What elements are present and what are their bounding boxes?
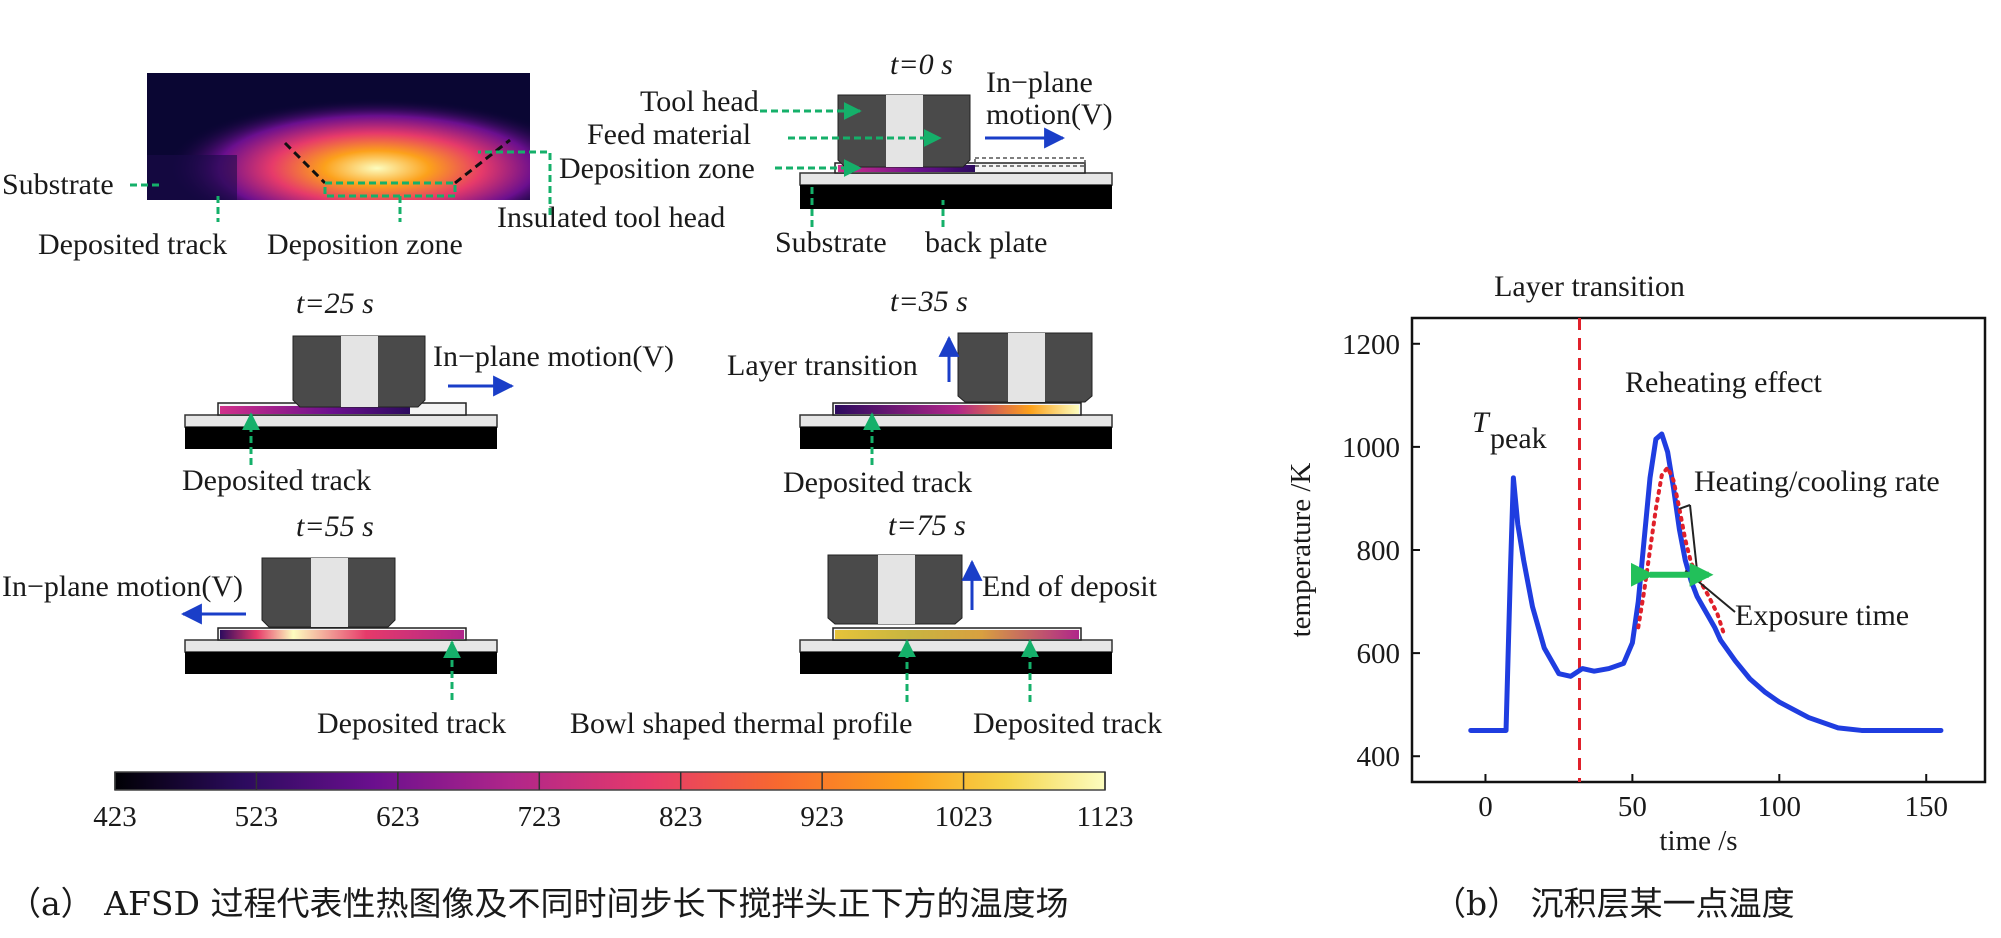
x-tick-label: 150: [1904, 791, 1948, 823]
caption-b: （b） 沉积层某一点温度: [1433, 884, 1795, 923]
tpeak-label: T: [1472, 406, 1491, 439]
label-track-t55: Deposited track: [317, 707, 506, 740]
y-axis-label: temperature /K: [1285, 463, 1317, 638]
label-motion-t55: In−plane motion(V): [2, 570, 243, 603]
label-substrate-t0: Substrate: [775, 226, 887, 259]
tpeak-subscript: peak: [1490, 422, 1547, 455]
label-time-t75: t=75 s: [888, 509, 966, 542]
y-tick-label: 800: [1357, 535, 1401, 567]
colorbar-tick-label: 623: [376, 801, 420, 833]
y-tick-label: 400: [1357, 741, 1401, 773]
fit-series-line: [1636, 465, 1726, 635]
label-end-of-deposit: End of deposit: [982, 570, 1158, 603]
heating-pointer-right: [1689, 504, 1699, 571]
label-deposition-zone-thermal: Deposition zone: [267, 228, 463, 261]
thermal-image: [147, 73, 530, 200]
label-motion-line1: In−plane: [986, 66, 1093, 99]
y-tick-label: 1200: [1342, 329, 1400, 361]
heating-pointer-left: [1679, 504, 1691, 510]
schematic-t35: [799, 332, 1113, 465]
caption-a: （a） AFSD 过程代表性热图像及不同时间步长下搅拌头正下方的温度场: [8, 884, 1068, 923]
x-tick-label: 50: [1618, 791, 1647, 823]
label-track-t35: Deposited track: [783, 466, 972, 499]
exposure-time-label: Exposure time: [1735, 599, 1909, 632]
label-back-plate: back plate: [925, 226, 1047, 259]
x-tick-label: 0: [1478, 791, 1493, 823]
label-tool-head: Tool head: [640, 85, 759, 118]
label-deposited-track-thermal: Deposited track: [38, 228, 227, 261]
colorbar-tick-label: 523: [235, 801, 279, 833]
x-tick-label: 100: [1758, 791, 1802, 823]
schematic-t55: [180, 557, 498, 700]
label-time-t0: t=0 s: [890, 48, 953, 81]
colorbar-tick-label: 423: [93, 801, 137, 833]
label-track-t75: Deposited track: [973, 707, 1162, 740]
label-motion-line2: motion(V): [986, 98, 1113, 131]
label-time-t35: t=35 s: [890, 285, 968, 318]
colorbar-tick-label: 923: [800, 801, 844, 833]
label-substrate: Substrate: [2, 168, 114, 201]
label-deposition-zone-t0: Deposition zone: [559, 152, 755, 185]
label-motion-t25: In−plane motion(V): [433, 340, 674, 373]
temperature-series-line: [1468, 431, 1944, 733]
colorbar-tick-label: 823: [659, 801, 703, 833]
label-track-t25: Deposited track: [182, 464, 371, 497]
thermal-labels: [130, 150, 552, 222]
label-layer-transition-a: Layer transition: [727, 349, 918, 382]
y-tick-label: 1000: [1342, 432, 1400, 464]
label-time-t25: t=25 s: [296, 287, 374, 320]
heating-cooling-label: Heating/cooling rate: [1694, 465, 1940, 498]
y-tick-label: 600: [1357, 638, 1401, 670]
colorbar: 423 523 623 723 823 923 1023 1123: [93, 771, 1133, 833]
colorbar-tick-label: 1023: [935, 801, 993, 833]
temperature-chart: 0 50 100 150 400 600 800 1000 1200 time /s tempera…: [1285, 270, 1987, 857]
colorbar-tick-label: 723: [518, 801, 562, 833]
label-bowl-profile: Bowl shaped thermal profile: [570, 707, 912, 740]
schematic-t75: [799, 554, 1113, 702]
colorbar-tick-label: 1123: [1077, 801, 1134, 833]
layer-transition-label: Layer transition: [1494, 270, 1685, 303]
colorbar-ticks: 423 523 623 723 823 923 1023 1123: [93, 772, 1133, 833]
reheating-label: Reheating effect: [1625, 366, 1823, 399]
label-feed-material: Feed material: [587, 118, 751, 151]
label-time-t55: t=55 s: [296, 510, 374, 543]
schematic-t25: [184, 335, 515, 465]
x-axis-label: time /s: [1659, 825, 1737, 857]
schematic-t0: [760, 94, 1113, 227]
label-insulated-tool-head: Insulated tool head: [497, 201, 725, 234]
